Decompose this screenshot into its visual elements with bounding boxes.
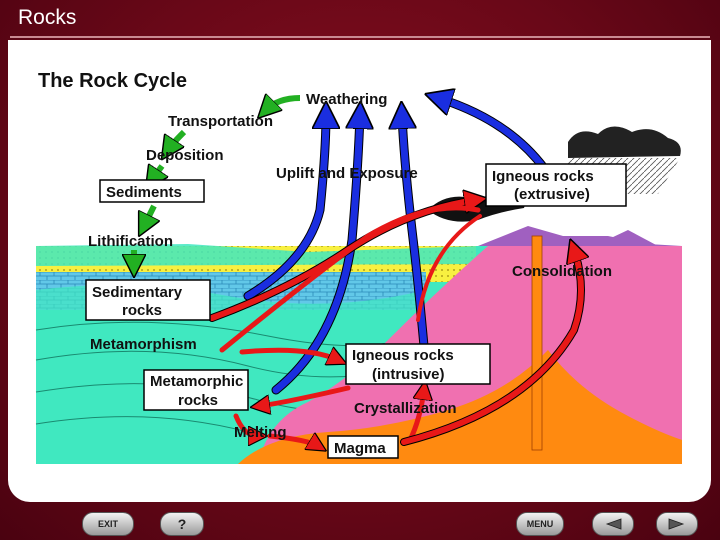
- magma-box: [327, 435, 399, 459]
- label-sedimentary-2: rocks: [122, 302, 162, 319]
- header-divider: [10, 36, 710, 38]
- label-lithification: Lithification: [88, 233, 173, 250]
- label-metamorphism: Metamorphism: [90, 336, 197, 353]
- slide-title: Rocks: [18, 6, 77, 29]
- label-uplift: Uplift and Exposure: [276, 165, 418, 182]
- igneous-intrusive-box: [345, 343, 491, 385]
- label-weathering: Weathering: [306, 91, 387, 108]
- menu-label: MENU: [526, 519, 554, 529]
- surface-arrows: [134, 98, 301, 266]
- content-panel: The Rock Cycle Weathering Transportation…: [8, 40, 711, 502]
- label-consolidation: Consolidation: [512, 263, 612, 280]
- diagram-title: The Rock Cycle: [38, 70, 187, 92]
- igneous-extrusive-box: [485, 163, 627, 207]
- label-igneous-extrusive-1: Igneous rocks: [492, 168, 594, 185]
- volcanic-conduit: [531, 235, 543, 451]
- next-button[interactable]: [656, 512, 698, 536]
- help-label: ?: [177, 516, 187, 532]
- rock-cycle-diagram: The Rock Cycle Weathering Transportation…: [35, 70, 682, 464]
- label-deposition: Deposition: [146, 147, 224, 164]
- left-arrow-icon: [605, 518, 622, 530]
- label-magma: Magma: [334, 440, 386, 457]
- storm-cloud: [568, 126, 681, 158]
- label-crystallization: Crystallization: [354, 400, 457, 417]
- label-transportation: Transportation: [168, 113, 273, 130]
- sediments-box: [99, 179, 205, 203]
- label-igneous-intrusive-2: (intrusive): [372, 366, 445, 383]
- prev-button[interactable]: [592, 512, 634, 536]
- label-metamorphic-2: rocks: [178, 392, 218, 409]
- label-metamorphic-1: Metamorphic: [150, 373, 243, 390]
- metamorphic-box: [143, 369, 249, 411]
- label-igneous-intrusive-1: Igneous rocks: [352, 347, 454, 364]
- help-button[interactable]: ?: [160, 512, 204, 536]
- label-sediments: Sediments: [106, 184, 182, 201]
- footer-nav: EXIT ? MENU: [0, 504, 720, 540]
- sedimentary-box: [85, 279, 211, 321]
- label-sedimentary-1: Sedimentary: [92, 284, 183, 301]
- label-melting: Melting: [234, 424, 287, 441]
- exit-button[interactable]: EXIT: [82, 512, 134, 536]
- right-arrow-icon: [668, 518, 685, 530]
- exit-label: EXIT: [97, 519, 118, 529]
- label-igneous-extrusive-2: (extrusive): [514, 186, 590, 203]
- menu-button[interactable]: MENU: [516, 512, 564, 536]
